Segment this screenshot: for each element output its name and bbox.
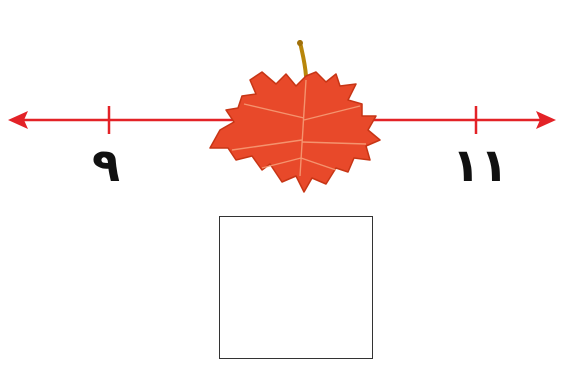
answer-box[interactable] (219, 216, 373, 359)
tick-label-left: ٩ (92, 138, 121, 192)
tick-label-right: ١١ (452, 138, 509, 192)
right-arrow-icon (536, 111, 556, 129)
left-arrow-icon (8, 111, 28, 129)
maple-leaf-icon (209, 40, 381, 193)
